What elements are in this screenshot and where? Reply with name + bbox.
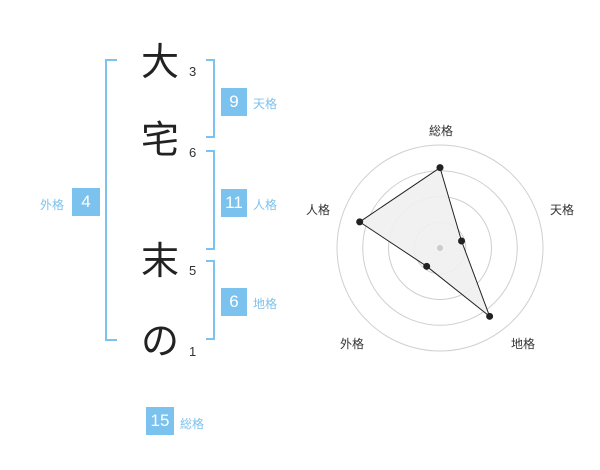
radar-center-dot: [437, 245, 443, 251]
jinkaku-bracket: [206, 150, 215, 250]
chikaku-label: 地格: [253, 297, 278, 311]
radar-point-外格: [423, 262, 431, 270]
stroke-count-1: 3: [189, 64, 197, 79]
radar-point-総格: [436, 164, 444, 172]
name-char-4: の: [140, 319, 179, 363]
stroke-count-2: 6: [189, 145, 197, 160]
chikaku-value-badge: 6: [221, 288, 247, 316]
name-char-1: 大: [140, 40, 179, 84]
radar-point-人格: [356, 218, 364, 226]
stroke-count-3: 5: [189, 263, 197, 278]
gaikaku-label: 外格: [40, 198, 65, 212]
jinkaku-value-badge: 11: [221, 189, 247, 217]
jinkaku-label: 人格: [253, 198, 278, 212]
radar-axis-label-gaikaku: 外格: [339, 337, 364, 351]
gaikaku-value-badge: 4: [72, 188, 100, 216]
name-char-2: 宅: [140, 118, 179, 162]
stroke-count-4: 1: [189, 344, 197, 359]
tenkaku-bracket: [206, 59, 215, 138]
soukaku-label: 総格: [180, 417, 205, 431]
gaikaku-bracket: [105, 59, 117, 341]
radar-point-地格: [486, 312, 494, 320]
chikaku-bracket: [206, 260, 215, 340]
name-char-3: 末: [140, 239, 179, 283]
radar-axis-label-jinkaku: 人格: [305, 203, 330, 217]
radar-axis-label-chikaku: 地格: [510, 337, 535, 351]
radar-axis-label-soukaku: 総格: [428, 124, 453, 138]
radar-points: [356, 164, 494, 320]
soukaku-value-badge: 15: [146, 407, 174, 435]
radar-point-天格: [458, 237, 466, 245]
radar-axis-label-tenkaku: 天格: [549, 203, 574, 217]
tenkaku-label: 天格: [253, 97, 278, 111]
radar-ring-4: [336, 144, 544, 352]
radar-polygon: [358, 166, 491, 318]
tenkaku-value-badge: 9: [221, 88, 247, 116]
